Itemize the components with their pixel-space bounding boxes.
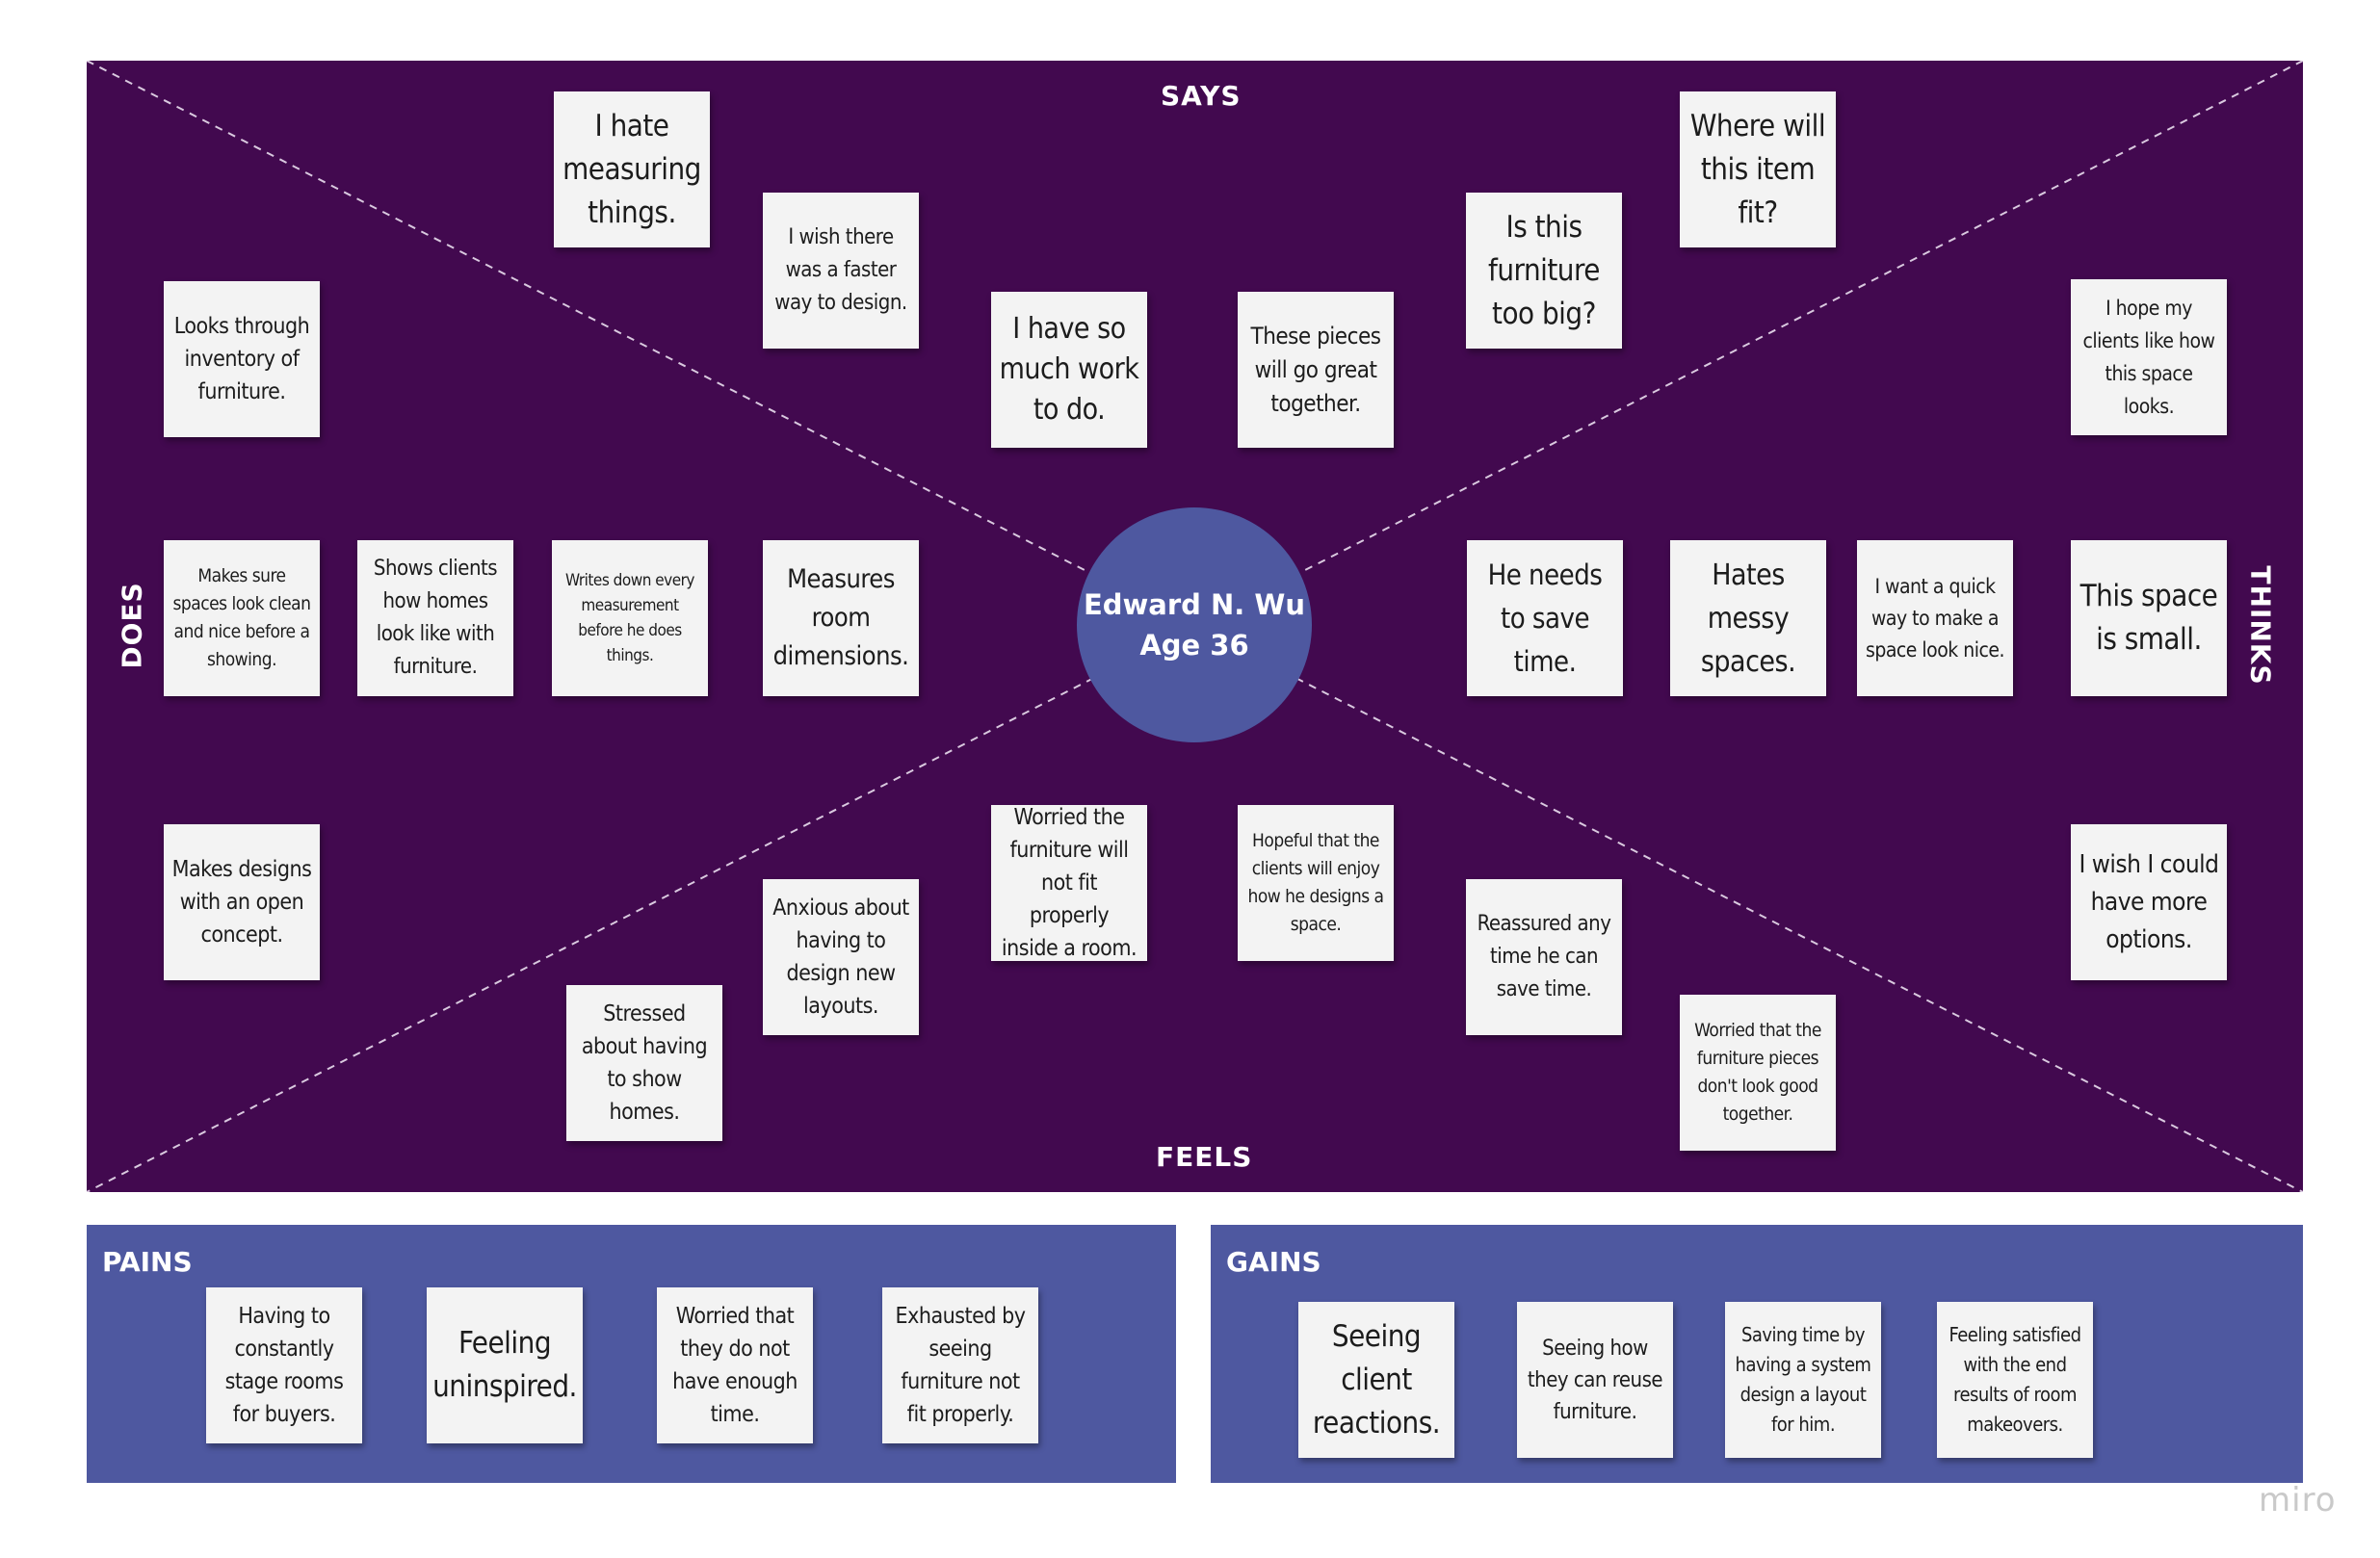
sticky-note-thinks[interactable]: Hates messy spaces.: [1670, 540, 1826, 696]
sticky-note-says[interactable]: I have so much work to do.: [991, 292, 1147, 448]
sticky-note-gain[interactable]: Feeling satisfied with the end results o…: [1937, 1302, 2093, 1458]
sticky-note-says[interactable]: I hate measuring things.: [554, 91, 710, 247]
sticky-note-thinks[interactable]: This space is small.: [2071, 540, 2227, 696]
sticky-note-thinks[interactable]: He needs to save time.: [1467, 540, 1623, 696]
sticky-note-gain[interactable]: Seeing client reactions.: [1298, 1302, 1454, 1458]
pains-title: PAINS: [102, 1246, 193, 1278]
sticky-note-says[interactable]: These pieces will go great together.: [1238, 292, 1394, 448]
says-label: SAYS: [1161, 80, 1242, 112]
sticky-note-does[interactable]: Makes designs with an open concept.: [164, 824, 320, 980]
sticky-note-does[interactable]: Shows clients how homes look like with f…: [357, 540, 513, 696]
sticky-note-does[interactable]: Measures room dimensions.: [763, 540, 919, 696]
sticky-note-says[interactable]: Is this furniture too big?: [1466, 193, 1622, 349]
sticky-note-thinks[interactable]: I hope my clients like how this space lo…: [2071, 279, 2227, 435]
does-label: DOES: [116, 582, 148, 669]
sticky-note-does[interactable]: Writes down every measurement before he …: [552, 540, 708, 696]
sticky-note-says[interactable]: Where will this item fit?: [1680, 91, 1836, 247]
pains-panel: PAINS Having to constantly stage rooms f…: [87, 1225, 1176, 1483]
sticky-note-says[interactable]: I wish there was a faster way to design.: [763, 193, 919, 349]
sticky-note-feels[interactable]: Worried that the furniture pieces don't …: [1680, 995, 1836, 1151]
feels-label: FEELS: [1156, 1141, 1253, 1173]
empathy-map-board: SAYS FEELS DOES THINKS Edward N. Wu Age …: [87, 61, 2303, 1192]
sticky-note-thinks[interactable]: I wish I could have more options.: [2071, 824, 2227, 980]
persona-name: Edward N. Wu: [1083, 588, 1306, 621]
sticky-note-thinks[interactable]: I want a quick way to make a space look …: [1857, 540, 2013, 696]
thinks-label: THINKS: [2244, 565, 2277, 686]
sticky-note-feels[interactable]: Worried the furniture will not fit prope…: [991, 805, 1147, 961]
sticky-note-pain[interactable]: Exhausted by seeing furniture not fit pr…: [882, 1287, 1038, 1443]
sticky-note-does[interactable]: Makes sure spaces look clean and nice be…: [164, 540, 320, 696]
persona-circle: Edward N. Wu Age 36: [1077, 507, 1312, 742]
sticky-note-feels[interactable]: Reassured any time he can save time.: [1466, 879, 1622, 1035]
miro-watermark-logo: miro: [2259, 1481, 2337, 1519]
sticky-note-gain[interactable]: Saving time by having a system design a …: [1725, 1302, 1881, 1458]
gains-panel: GAINS Seeing client reactions. Seeing ho…: [1211, 1225, 2303, 1483]
persona-age: Age 36: [1139, 629, 1249, 662]
sticky-note-pain[interactable]: Having to constantly stage rooms for buy…: [206, 1287, 362, 1443]
sticky-note-feels[interactable]: Stressed about having to show homes.: [566, 985, 722, 1141]
sticky-note-gain[interactable]: Seeing how they can reuse furniture.: [1517, 1302, 1673, 1458]
sticky-note-feels[interactable]: Hopeful that the clients will enjoy how …: [1238, 805, 1394, 961]
sticky-note-does[interactable]: Looks through inventory of furniture.: [164, 281, 320, 437]
sticky-note-pain[interactable]: Worried that they do not have enough tim…: [657, 1287, 813, 1443]
sticky-note-feels[interactable]: Anxious about having to design new layou…: [763, 879, 919, 1035]
gains-title: GAINS: [1226, 1246, 1321, 1278]
sticky-note-pain[interactable]: Feeling uninspired.: [427, 1287, 583, 1443]
